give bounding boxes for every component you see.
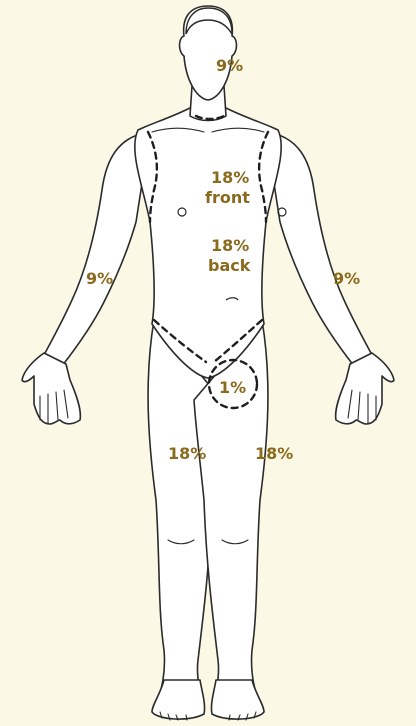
left-arm-outline [44, 132, 150, 366]
head-percent-label: 9% [216, 56, 243, 75]
abdomen-percent-label: 18% [211, 236, 249, 255]
left-arm-percent-label: 9% [333, 269, 360, 288]
genital-percent-label: 1% [219, 378, 246, 397]
left-leg-percent-label: 18% [255, 444, 293, 463]
left-hand-outline [22, 353, 80, 424]
chest-front-label: front [205, 188, 250, 207]
abdomen-back-label: back [208, 256, 250, 275]
right-arm-outline [266, 132, 372, 366]
chest-percent-label: 18% [211, 168, 249, 187]
right-leg-percent-label: 18% [168, 444, 206, 463]
right-arm-percent-label: 9% [86, 269, 113, 288]
right-hand-outline [336, 353, 394, 424]
